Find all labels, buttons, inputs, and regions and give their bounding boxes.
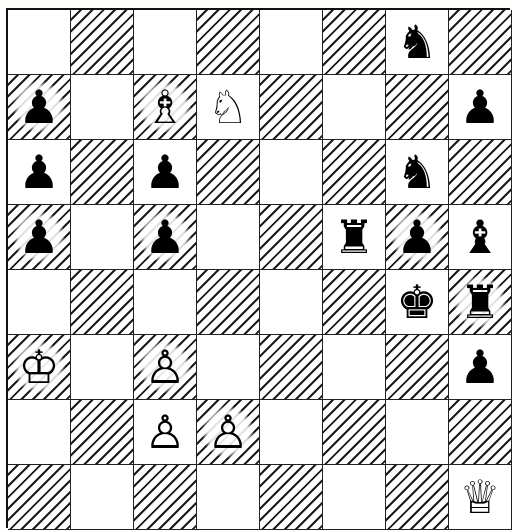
square-c2[interactable]: ♙ [134,400,197,465]
black-rook-piece[interactable]: ♜ [454,276,506,328]
square-a5[interactable]: ♟ [8,205,71,270]
square-e4[interactable] [260,270,323,335]
square-g8[interactable]: ♞ [386,10,449,75]
black-pawn-piece[interactable]: ♟ [454,81,506,133]
square-h4[interactable]: ♜ [449,270,512,335]
square-b3[interactable] [71,335,134,400]
black-rook-piece[interactable]: ♜ [328,211,380,263]
square-h6[interactable] [449,140,512,205]
square-d2[interactable]: ♙ [197,400,260,465]
white-bishop-piece[interactable]: ♗ [139,81,191,133]
square-c5[interactable]: ♟ [134,205,197,270]
square-e1[interactable] [260,465,323,530]
square-c1[interactable] [134,465,197,530]
white-pawn-piece[interactable]: ♙ [139,406,191,458]
white-pawn-piece[interactable]: ♙ [139,341,191,393]
square-g3[interactable] [386,335,449,400]
square-b8[interactable] [71,10,134,75]
square-c6[interactable]: ♟ [134,140,197,205]
square-h2[interactable] [449,400,512,465]
square-a8[interactable] [8,10,71,75]
square-e2[interactable] [260,400,323,465]
square-f1[interactable] [323,465,386,530]
black-pawn-piece[interactable]: ♟ [139,146,191,198]
square-d6[interactable] [197,140,260,205]
square-b5[interactable] [71,205,134,270]
square-a2[interactable] [8,400,71,465]
square-f2[interactable] [323,400,386,465]
square-c8[interactable] [134,10,197,75]
square-a6[interactable]: ♟ [8,140,71,205]
square-e7[interactable] [260,75,323,140]
square-h5[interactable]: ♝ [449,205,512,270]
square-d1[interactable] [197,465,260,530]
white-queen-piece[interactable]: ♕ [454,471,506,523]
square-b4[interactable] [71,270,134,335]
square-b1[interactable] [71,465,134,530]
square-d8[interactable] [197,10,260,75]
square-d3[interactable] [197,335,260,400]
square-c3[interactable]: ♙ [134,335,197,400]
square-f7[interactable] [323,75,386,140]
square-g6[interactable]: ♞ [386,140,449,205]
square-b2[interactable] [71,400,134,465]
square-b7[interactable] [71,75,134,140]
square-e6[interactable] [260,140,323,205]
black-bishop-piece[interactable]: ♝ [454,211,506,263]
chess-board: ♞♟♗♘♟♟♟♞♟♟♜♟♝♚♜♔♙♟♙♙♕ [6,8,510,528]
black-pawn-piece[interactable]: ♟ [13,146,65,198]
black-pawn-piece[interactable]: ♟ [391,211,443,263]
square-g5[interactable]: ♟ [386,205,449,270]
square-f4[interactable] [323,270,386,335]
square-e3[interactable] [260,335,323,400]
white-knight-piece[interactable]: ♘ [202,81,254,133]
square-d5[interactable] [197,205,260,270]
square-g2[interactable] [386,400,449,465]
square-d7[interactable]: ♘ [197,75,260,140]
white-king-piece[interactable]: ♔ [13,341,65,393]
square-d4[interactable] [197,270,260,335]
black-knight-piece[interactable]: ♞ [391,16,443,68]
square-e5[interactable] [260,205,323,270]
square-e8[interactable] [260,10,323,75]
square-h1[interactable]: ♕ [449,465,512,530]
square-c4[interactable] [134,270,197,335]
black-pawn-piece[interactable]: ♟ [13,81,65,133]
black-king-piece[interactable]: ♚ [391,276,443,328]
black-pawn-piece[interactable]: ♟ [454,341,506,393]
square-c7[interactable]: ♗ [134,75,197,140]
black-pawn-piece[interactable]: ♟ [13,211,65,263]
square-f3[interactable] [323,335,386,400]
square-h3[interactable]: ♟ [449,335,512,400]
square-g7[interactable] [386,75,449,140]
square-g1[interactable] [386,465,449,530]
square-h8[interactable] [449,10,512,75]
square-f8[interactable] [323,10,386,75]
square-a1[interactable] [8,465,71,530]
black-knight-piece[interactable]: ♞ [391,146,443,198]
square-g4[interactable]: ♚ [386,270,449,335]
square-a4[interactable] [8,270,71,335]
square-f6[interactable] [323,140,386,205]
square-h7[interactable]: ♟ [449,75,512,140]
square-f5[interactable]: ♜ [323,205,386,270]
black-pawn-piece[interactable]: ♟ [139,211,191,263]
white-pawn-piece[interactable]: ♙ [202,406,254,458]
square-b6[interactable] [71,140,134,205]
square-a3[interactable]: ♔ [8,335,71,400]
square-a7[interactable]: ♟ [8,75,71,140]
